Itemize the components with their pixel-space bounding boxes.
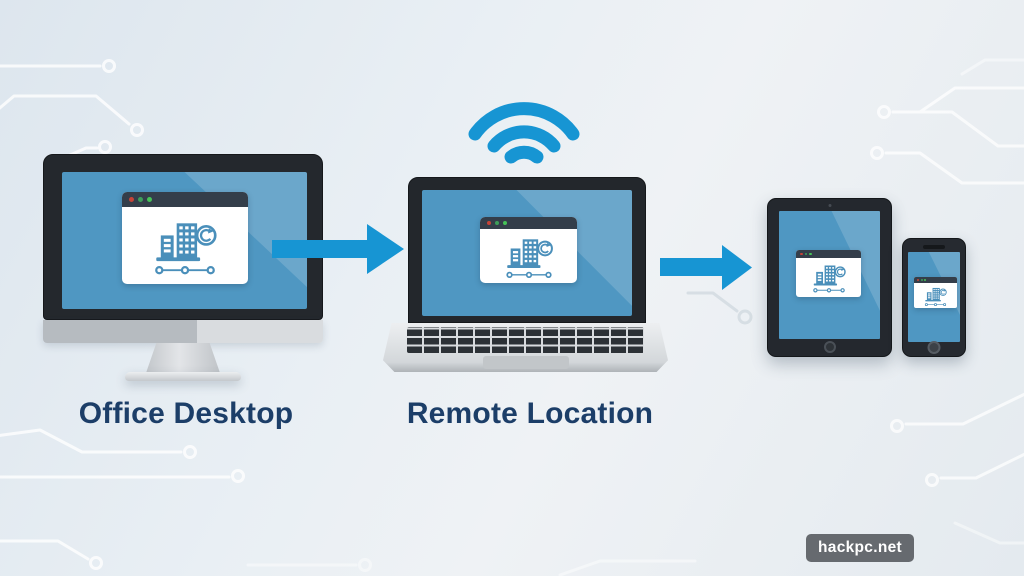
window-dot-red-icon xyxy=(487,221,491,225)
laptop-screen xyxy=(422,190,632,316)
monitor-chin xyxy=(43,320,323,343)
building-sync-icon xyxy=(922,285,949,307)
monitor-stand-base xyxy=(125,372,241,381)
phone-speaker-icon xyxy=(923,245,945,249)
window-dot-red-icon xyxy=(129,197,134,202)
window-dot-green-dark-icon xyxy=(495,221,499,225)
watermark-badge: hackpc.net xyxy=(806,534,914,562)
window-dot-green-dark-icon xyxy=(138,197,143,202)
phone-screen xyxy=(908,252,960,342)
window-dot-green-dark-icon xyxy=(920,279,923,281)
wifi-icon xyxy=(468,102,580,164)
laptop-trackpad xyxy=(482,356,569,369)
label-remote-location: Remote Location xyxy=(406,397,654,430)
tablet-camera-icon xyxy=(828,204,831,207)
tablet xyxy=(767,198,892,357)
browser-content xyxy=(796,258,861,297)
window-dot-green-icon xyxy=(147,197,152,202)
building-sync-icon xyxy=(500,233,558,280)
window-dot-green-icon xyxy=(924,279,926,281)
smartphone xyxy=(902,238,966,357)
arrow-right-icon xyxy=(660,245,752,290)
browser-content xyxy=(914,283,957,308)
window-dot-green-icon xyxy=(503,221,507,225)
building-sync-icon xyxy=(147,215,223,277)
browser-content xyxy=(122,207,248,284)
monitor-bezel xyxy=(43,154,323,320)
browser-window xyxy=(796,250,861,297)
monitor-screen xyxy=(62,172,307,309)
laptop-keyboard xyxy=(407,327,644,353)
label-office-desktop: Office Desktop xyxy=(78,397,294,430)
browser-titlebar xyxy=(796,250,861,258)
browser-window xyxy=(914,277,957,308)
window-dot-red-icon xyxy=(800,252,803,256)
desktop-monitor xyxy=(43,154,323,382)
phone-home-button xyxy=(927,341,941,354)
laptop xyxy=(383,177,668,372)
monitor-stand-neck xyxy=(146,343,220,373)
browser-window xyxy=(480,217,577,283)
browser-titlebar xyxy=(122,192,248,207)
tablet-home-button xyxy=(823,341,836,353)
browser-content xyxy=(480,229,577,283)
window-dot-red-icon xyxy=(917,279,919,281)
laptop-bezel xyxy=(408,177,646,323)
window-dot-green-dark-icon xyxy=(804,252,807,256)
window-dot-green-icon xyxy=(809,252,812,256)
arrow-right-icon xyxy=(272,224,404,274)
browser-titlebar xyxy=(480,217,577,229)
browser-titlebar xyxy=(914,277,957,283)
building-sync-icon xyxy=(809,261,849,294)
browser-window xyxy=(122,192,248,284)
tablet-screen xyxy=(779,211,880,339)
laptop-base xyxy=(383,323,668,372)
